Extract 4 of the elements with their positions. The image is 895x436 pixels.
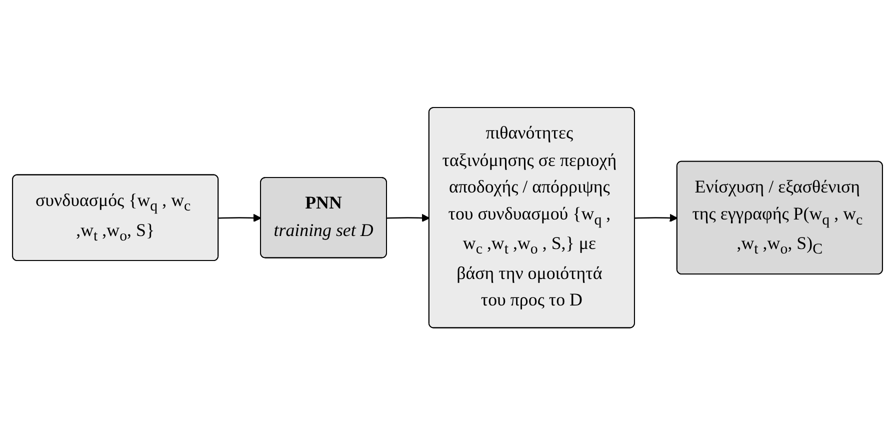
process-box: PNN training set D — [260, 177, 387, 259]
process-box: πιθανότητες ταξινόμησης σε περιοχή αποδοχής / απόρριψης του συνδυασμού {w$_{q}$ , w$_{c}$ ,w$_{t}$ ,w$_{o}$ , S,} με βάση την ομοιότητά του προς το D — [428, 107, 635, 329]
process-box: Ενίσχυση / εξασθένιση της εγγραφής P(w$_{q}$ , w$_{c}$ ,w$_{t}$ ,w$_{o}$, S)$_{C}$ — [676, 161, 883, 275]
process-box: συνδυασμός {w$_{q}$ , w$_{c}$ ,w$_{t}$ ,w$_{o}$, S} — [12, 174, 219, 262]
